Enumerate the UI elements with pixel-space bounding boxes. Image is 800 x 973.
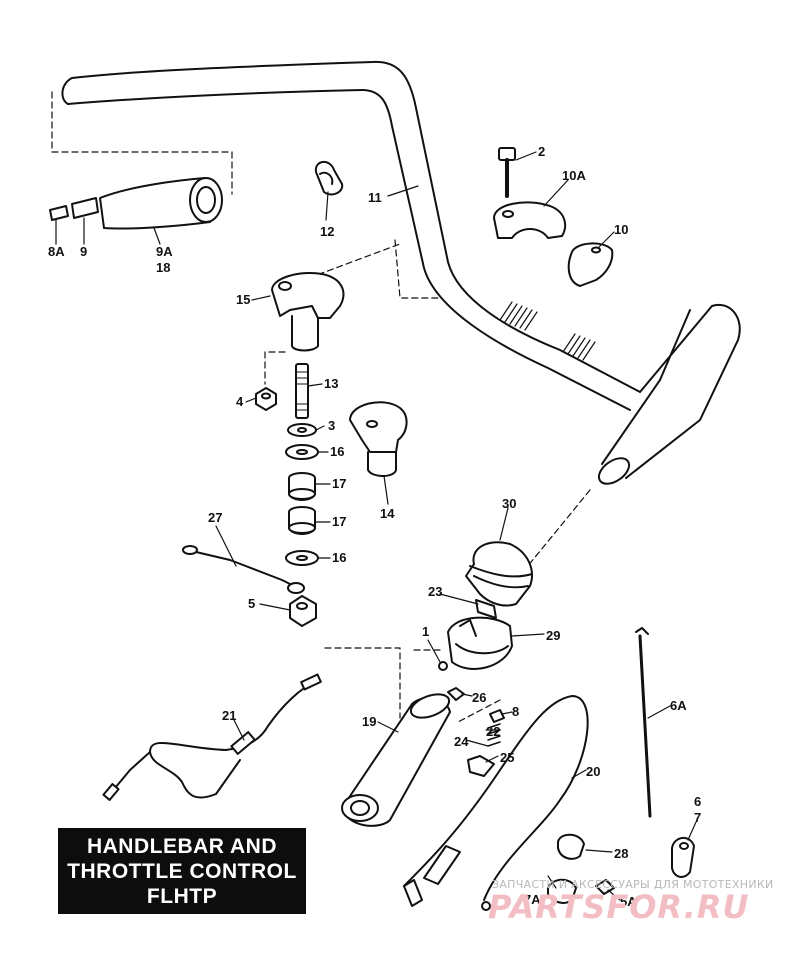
label-10: 10	[614, 222, 628, 237]
ground-cable-part-27	[182, 545, 305, 594]
label-10A: 10A	[562, 168, 586, 183]
nut-part-4	[255, 387, 277, 411]
label-8A: 8A	[48, 244, 65, 259]
label-20: 20	[586, 764, 600, 779]
label-7: 7	[694, 810, 701, 825]
label-7A: 7A	[524, 892, 541, 907]
part-23	[475, 599, 497, 619]
label-30: 30	[502, 496, 516, 511]
clamp-part-10	[567, 242, 614, 287]
leader-lines	[55, 151, 697, 901]
clip-part-12	[314, 161, 344, 196]
title-line-3: FLHTP	[146, 884, 218, 908]
label-18: 18	[156, 260, 170, 275]
label-4: 4	[236, 394, 244, 409]
boot-part-30	[465, 541, 533, 607]
label-14: 14	[380, 506, 395, 521]
label-1: 1	[422, 624, 429, 639]
screw-part-2	[498, 147, 516, 198]
label-6: 6	[694, 794, 701, 809]
part-8	[489, 709, 505, 723]
label-13: 13	[324, 376, 338, 391]
label-5: 5	[248, 596, 255, 611]
label-3: 3	[328, 418, 335, 433]
label-25: 25	[500, 750, 514, 765]
riser-part-14	[349, 401, 408, 477]
label-6A: 6A	[670, 698, 687, 713]
diagram-title-box: HANDLEBAR AND THROTTLE CONTROL FLHTP	[58, 828, 306, 914]
label-9: 9	[80, 244, 87, 259]
idle-cable-part-20	[403, 695, 589, 911]
title-line-2: THROTTLE CONTROL	[67, 859, 297, 883]
screw-part-1	[438, 661, 448, 671]
watermark-caption: ЗАПЧАСТИ И АКСЕССУАРЫ ДЛЯ МОТОТЕХНИКИ	[492, 878, 774, 891]
label-27: 27	[208, 510, 222, 525]
handlebar	[61, 60, 741, 485]
label-29: 29	[546, 628, 560, 643]
bushing-part-17-lower	[288, 506, 316, 535]
housing-part-29	[447, 616, 513, 670]
bushing-part-17-upper	[288, 472, 316, 501]
throttle-grip-part-19	[341, 693, 451, 827]
spring-part-22	[487, 723, 501, 747]
stud-part-13	[295, 363, 309, 419]
label-16-upper: 16	[330, 444, 344, 459]
riser-part-15	[271, 272, 345, 352]
label-9A: 9A	[156, 244, 173, 259]
nut-part-5	[289, 595, 317, 627]
label-24: 24	[454, 734, 469, 749]
title-line-1: HANDLEBAR AND	[86, 834, 278, 858]
part-labels: 2 10A 10 11 12 8A 9 9A 18 15 4 13 3 16 1…	[48, 144, 701, 909]
label-26: 26	[472, 690, 486, 705]
label-17-lower: 17	[332, 514, 346, 529]
clip-parts-6-7	[671, 837, 695, 878]
throttle-cable-part-21	[102, 673, 322, 801]
watermark-brand: PARTSFOR.RU	[488, 888, 750, 926]
label-15: 15	[236, 292, 250, 307]
label-16-lower: 16	[332, 550, 346, 565]
label-2: 2	[538, 144, 545, 159]
label-11: 11	[368, 190, 382, 205]
label-19: 19	[362, 714, 376, 729]
clamp-part-10A	[493, 201, 567, 239]
label-17-upper: 17	[332, 476, 346, 491]
label-28: 28	[614, 846, 628, 861]
rod-part-6A	[635, 627, 652, 818]
washer-part-3	[287, 423, 317, 437]
washer-part-16-lower	[285, 550, 319, 566]
clip-part-28	[557, 833, 585, 860]
label-21: 21	[222, 708, 236, 723]
label-12: 12	[320, 224, 334, 239]
label-5A: 5A	[620, 894, 637, 909]
label-22: 22	[486, 724, 500, 739]
label-8: 8	[512, 704, 519, 719]
part-25	[467, 755, 495, 777]
grip-parts-8A-9-9A	[49, 177, 223, 230]
label-23: 23	[428, 584, 442, 599]
washer-part-16-upper	[285, 444, 319, 460]
